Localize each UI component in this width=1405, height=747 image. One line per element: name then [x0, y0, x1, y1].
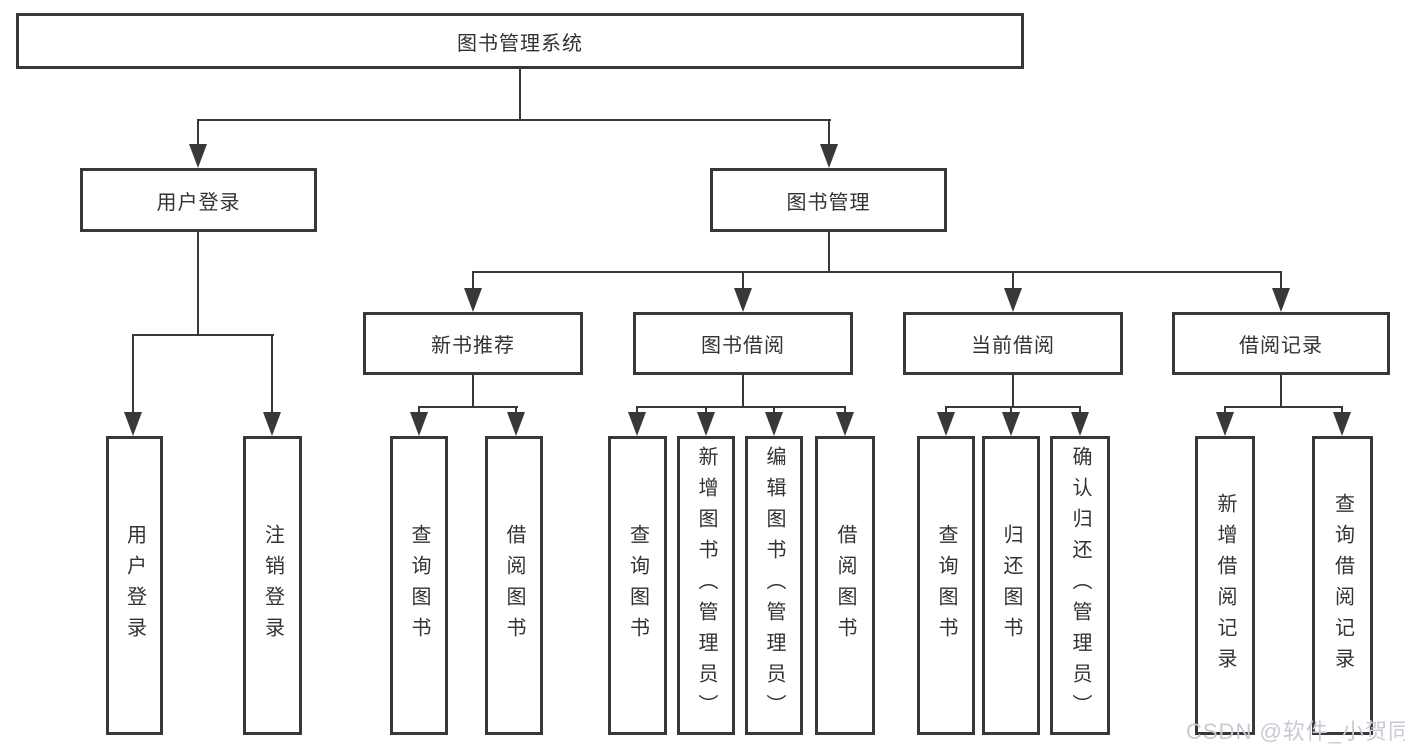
node-current-borrowing: 当前借阅 [903, 312, 1123, 375]
connector-drop [515, 406, 517, 416]
node-query-books-borrowing: 查询图书 [608, 436, 667, 735]
connector-drop [705, 406, 707, 416]
connector-arrowhead [1272, 288, 1290, 312]
connector-arrowhead [1071, 412, 1089, 436]
connector-drop [132, 334, 134, 414]
node-add-book-admin: 新增图书（管理员） [677, 436, 735, 735]
connector-arrowhead [628, 412, 646, 436]
connector-arrowhead [937, 412, 955, 436]
connector-drop [742, 271, 744, 291]
connector-drop [472, 271, 474, 291]
connector-arrowhead [697, 412, 715, 436]
connector-vertical [1012, 375, 1014, 408]
connector-drop [1224, 406, 1226, 416]
connector-drop [636, 406, 638, 416]
connector-arrowhead [836, 412, 854, 436]
connector-user-login-vertical [197, 232, 199, 336]
node-borrow-books-recommend-label: 借阅图书 [503, 523, 525, 648]
connector-arrowhead [1002, 412, 1020, 436]
node-add-borrow-record: 新增借阅记录 [1195, 436, 1255, 735]
csdn-watermark: CSDN @软件_小贺同学 [1186, 719, 1405, 744]
connector-drop [773, 406, 775, 416]
connector-drop [271, 334, 273, 414]
connector-drop [1079, 406, 1081, 416]
connector-arrowhead [1216, 412, 1234, 436]
node-current-borrowing-label: 当前借阅 [971, 335, 1055, 357]
node-leaf-logout-label: 注销登录 [261, 523, 284, 648]
node-query-borrow-record-label: 查询借阅记录 [1331, 492, 1354, 679]
node-book-borrowing-label: 图书借阅 [701, 335, 785, 357]
connector-drop [1280, 271, 1282, 291]
connector-arrowhead [765, 412, 783, 436]
node-borrow-books-borrowing: 借阅图书 [815, 436, 875, 735]
connector-book-management-horizontal [472, 271, 1282, 273]
connector-drop [1012, 271, 1014, 291]
node-edit-book-admin-label: 编辑图书（管理员） [763, 446, 785, 725]
node-return-books-label: 归还图书 [1000, 523, 1022, 648]
connector-arrowhead [1004, 288, 1022, 312]
connector-arrowhead [734, 288, 752, 312]
connector-arrowhead [1333, 412, 1351, 436]
node-borrow-books-recommend: 借阅图书 [485, 436, 543, 735]
node-confirm-return-admin-label: 确认归还（管理员） [1069, 446, 1091, 725]
node-query-books-recommend-label: 查询图书 [408, 523, 430, 648]
connector-horizontal [418, 406, 518, 408]
connector-arrowhead [410, 412, 428, 436]
node-book-borrowing: 图书借阅 [633, 312, 853, 375]
connector-drop [1010, 406, 1012, 416]
connector-arrowhead [820, 144, 838, 168]
connector-drop [945, 406, 947, 416]
node-root: 图书管理系统 [16, 13, 1024, 69]
node-user-login-label: 用户登录 [156, 191, 241, 214]
connector-drop [1341, 406, 1343, 416]
node-user-login: 用户登录 [80, 168, 317, 232]
connector-vertical [742, 375, 744, 408]
node-borrow-books-borrowing-label: 借阅图书 [834, 523, 856, 648]
connector-horizontal [945, 406, 1081, 408]
connector-arrowhead [189, 144, 207, 168]
node-leaf-user-login: 用户登录 [106, 436, 163, 735]
connector-book-management-vertical [828, 232, 830, 273]
node-edit-book-admin: 编辑图书（管理员） [745, 436, 803, 735]
node-root-label: 图书管理系统 [457, 32, 583, 55]
connector-horizontal [1224, 406, 1343, 408]
node-borrowing-records: 借阅记录 [1172, 312, 1390, 375]
connector-drop-user-login [197, 119, 199, 147]
node-query-books-current-label: 查询图书 [935, 523, 957, 648]
node-add-book-admin-label: 新增图书（管理员） [695, 446, 717, 725]
connector-arrowhead [507, 412, 525, 436]
node-book-management-label: 图书管理 [786, 191, 871, 214]
node-book-management: 图书管理 [710, 168, 947, 232]
node-query-books-current: 查询图书 [917, 436, 975, 735]
node-new-book-recommend-label: 新书推荐 [431, 335, 515, 357]
connector-arrowhead [124, 412, 142, 436]
node-query-books-recommend: 查询图书 [390, 436, 448, 735]
node-leaf-user-login-label: 用户登录 [123, 523, 146, 648]
node-add-borrow-record-label: 新增借阅记录 [1214, 492, 1236, 679]
connector-root-horizontal [197, 119, 831, 121]
connector-vertical [472, 375, 474, 408]
connector-vertical [1280, 375, 1282, 408]
connector-user-login-horizontal [132, 334, 274, 336]
connector-horizontal [636, 406, 846, 408]
connector-root-vertical [519, 69, 521, 121]
node-borrowing-records-label: 借阅记录 [1239, 335, 1323, 357]
node-leaf-logout: 注销登录 [243, 436, 302, 735]
node-confirm-return-admin: 确认归还（管理员） [1050, 436, 1110, 735]
connector-drop-book-management [828, 119, 830, 147]
connector-drop [418, 406, 420, 416]
connector-arrowhead [263, 412, 281, 436]
node-query-books-borrowing-label: 查询图书 [626, 523, 649, 648]
node-query-borrow-record: 查询借阅记录 [1312, 436, 1373, 735]
connector-drop [844, 406, 846, 416]
connector-arrowhead [464, 288, 482, 312]
node-return-books: 归还图书 [982, 436, 1040, 735]
node-new-book-recommend: 新书推荐 [363, 312, 583, 375]
